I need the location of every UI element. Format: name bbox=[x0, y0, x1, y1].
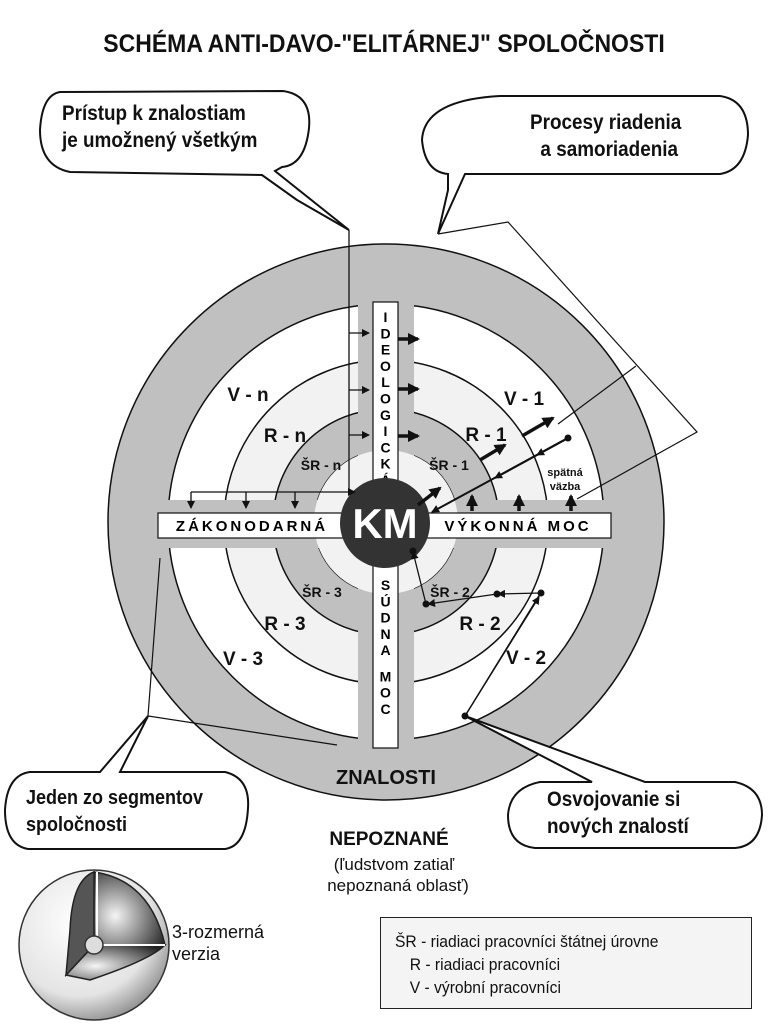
label-v-3: V - 3 bbox=[223, 649, 263, 670]
callout-bottom-right-text: Osvojovanie si nových znalostí bbox=[547, 788, 689, 838]
bar-letter: O bbox=[380, 685, 391, 701]
sphere-3d-icon bbox=[18, 869, 170, 1021]
segment-outline bbox=[437, 221, 698, 500]
callout-top-left bbox=[38, 89, 350, 231]
bar-letter: S bbox=[381, 577, 390, 593]
callout-top-left-text: Prístup k znalostiam je umožnený všetkým bbox=[62, 102, 258, 152]
feedback-line bbox=[431, 437, 569, 513]
callout-top-right-text: Procesy riadenia a samoriadenia bbox=[530, 111, 682, 161]
path-dot bbox=[422, 600, 430, 608]
legend-item-r: R - riadiaci pracovníci bbox=[409, 955, 561, 974]
access-lines bbox=[187, 230, 370, 509]
callout-bottom-left bbox=[3, 715, 250, 850]
label-v-1: V - 1 bbox=[504, 389, 545, 410]
page-title: SCHÉMA ANTI-DAVO-"ELITÁRNEJ" SPOLOČNOSTI bbox=[103, 30, 665, 58]
label-sr-n: ŠR - n bbox=[301, 456, 341, 473]
acquisition-path bbox=[410, 551, 542, 717]
km-label: KM bbox=[352, 500, 417, 547]
bar-letter: L bbox=[381, 374, 390, 390]
callout-top-right bbox=[420, 95, 750, 235]
ideology-arrows bbox=[398, 333, 577, 511]
label-r-n: R - n bbox=[264, 426, 306, 447]
label-r-1: R - 1 bbox=[465, 425, 507, 446]
label-v-n: V - n bbox=[227, 385, 268, 406]
feedback-dot bbox=[564, 434, 572, 442]
bar-letter: G bbox=[380, 407, 391, 423]
bar-letter: Ú bbox=[380, 592, 390, 609]
callout-bottom-left-text: Jeden zo segmentov spoločnosti bbox=[26, 787, 204, 836]
bar-letter: C bbox=[380, 439, 390, 455]
nepoznane-sub-1: (ľudstvom zatiaľ bbox=[334, 855, 455, 874]
bar-letter: I bbox=[384, 309, 388, 325]
bar-letter: A bbox=[380, 642, 390, 658]
bar-letter: D bbox=[380, 325, 390, 341]
bar-letter: O bbox=[380, 391, 391, 407]
sphere-caption-1: 3-rozmerná bbox=[172, 922, 265, 942]
feedback-label-2: väzba bbox=[550, 481, 581, 493]
path-dot bbox=[537, 589, 545, 597]
path-dot bbox=[409, 547, 417, 555]
legend-box: ŠR - riadiaci pracovníci štátnej úrovne … bbox=[380, 917, 752, 1009]
bar-letter: M bbox=[380, 668, 392, 684]
sphere-caption-2: verzia bbox=[172, 944, 221, 964]
label-sr-3: ŠR - 3 bbox=[302, 583, 342, 600]
nepoznane-sub-2: nepoznaná oblasť) bbox=[327, 876, 469, 895]
feedback-label-1: spätná bbox=[547, 467, 583, 479]
vykonna-label: VÝKONNÁ MOC bbox=[444, 517, 591, 535]
label-r-3: R - 3 bbox=[264, 614, 305, 635]
ideologicka-label: IDEOLOGICKÁ bbox=[380, 309, 391, 488]
label-sr-1: ŠR - 1 bbox=[429, 456, 469, 473]
bar-letter: E bbox=[381, 342, 390, 358]
path-dot bbox=[493, 590, 501, 598]
label-v-2: V - 2 bbox=[506, 648, 546, 669]
label-r-2: R - 2 bbox=[459, 614, 500, 635]
legend-item-v: V - výrobní pracovníci bbox=[409, 978, 561, 997]
znalosti-label: ZNALOSTI bbox=[336, 767, 436, 789]
nepoznane-label: NEPOZNANÉ bbox=[329, 828, 448, 850]
bar-letter: O bbox=[380, 358, 391, 374]
zakonodarna-label: ZÁKONODARNÁ bbox=[176, 518, 328, 535]
label-sr-2: ŠR - 2 bbox=[430, 583, 470, 600]
bar-letter: N bbox=[380, 626, 390, 642]
bar-letter: D bbox=[380, 610, 390, 626]
km-circle bbox=[340, 478, 430, 568]
vykonna-bar bbox=[424, 512, 612, 539]
callout-bottom-right bbox=[464, 715, 764, 849]
bar-letter: I bbox=[384, 423, 388, 439]
legend-item-sr: ŠR - riadiaci pracovníci štátnej úrovne bbox=[395, 932, 659, 951]
sudna-bar bbox=[372, 560, 399, 749]
bar-letter: C bbox=[380, 701, 390, 717]
bar-letter: K bbox=[380, 456, 390, 472]
ideologicka-bar bbox=[372, 301, 399, 489]
